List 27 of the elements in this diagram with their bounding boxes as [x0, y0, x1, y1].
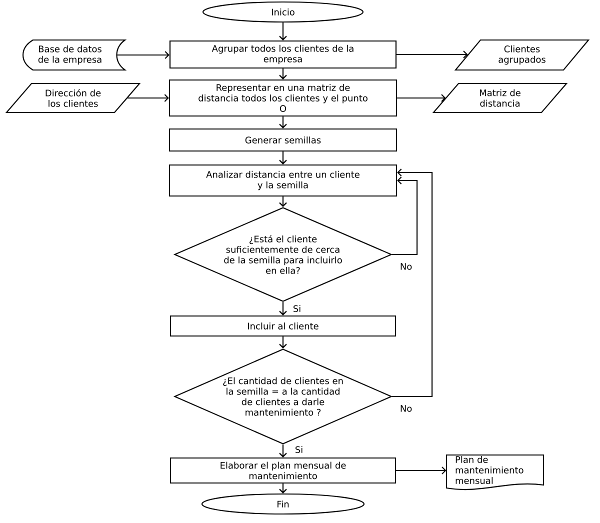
process-box: Agrupar todos los clientes de la empresa: [169, 40, 397, 69]
process-box: Generar semillas: [168, 128, 398, 152]
edge-label: Si: [292, 304, 302, 314]
terminal-oval: Inicio: [202, 1, 364, 23]
flow-arrow: [392, 176, 418, 256]
flow-arrow: [279, 196, 287, 207]
flow-arrow: [279, 444, 287, 458]
flow-arrow: [392, 168, 433, 398]
edge-label: No: [398, 404, 414, 413]
flow-arrow: [127, 94, 169, 102]
flow-arrow: [279, 336, 287, 348]
process-box: Elaborar el plan mensual de mantenimiento: [170, 457, 396, 484]
flow-arrow: [279, 484, 287, 494]
flow-arrow: [279, 152, 287, 164]
process-box: Analizar distancia entre un cliente y la semilla: [168, 164, 398, 197]
process-box: Incluir al cliente: [170, 315, 396, 337]
edge-label: Si: [294, 445, 304, 454]
flow-arrow: [279, 22, 287, 40]
flow-arrow: [396, 466, 446, 474]
terminal-oval: Fin: [201, 493, 365, 515]
flow-arrow: [397, 94, 446, 102]
flow-arrow: [279, 302, 287, 316]
flow-arrow: [396, 50, 468, 58]
edge-label: No: [398, 262, 414, 271]
flow-arrow: [279, 116, 287, 128]
process-box: Representar en una matriz de distancia todos los clientes y el punto O: [168, 79, 398, 117]
flow-arrow: [279, 68, 287, 80]
